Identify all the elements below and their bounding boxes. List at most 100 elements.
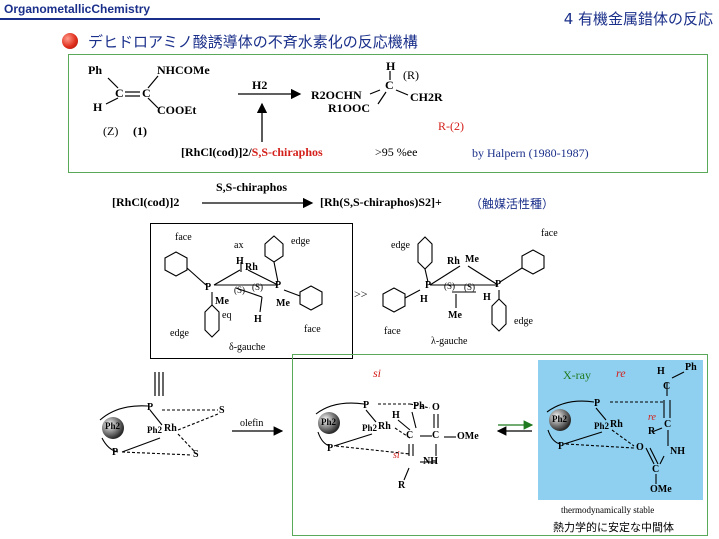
lambda-h1: H (420, 294, 428, 305)
right-nh: NH (670, 446, 685, 457)
mid-p1: P (363, 400, 370, 411)
right-ph2: Ph2 (552, 414, 568, 424)
product-amide: R2OCHN (311, 88, 362, 102)
ee-value: >95 %ee (375, 145, 418, 159)
delta-rh: Rh (245, 262, 258, 273)
right-h: H (657, 366, 665, 377)
right-c-bottom: C (652, 464, 660, 475)
stable-label-jp: 熱力学的に安定な中間体 (553, 521, 674, 534)
product-label: R-(2) (438, 119, 464, 133)
chapter-title: 4 有機金属錯体の反応 (563, 10, 713, 28)
lambda-me: Me (465, 254, 479, 265)
right-re-mid: re (648, 412, 656, 423)
mid-o: O (432, 402, 440, 413)
delta-face-top: face (175, 232, 192, 243)
right-ome: OMe (650, 484, 672, 495)
mid-ome: OMe (457, 431, 479, 442)
equivalence-lines (154, 372, 164, 396)
substrate-cooet: COOEt (157, 103, 197, 117)
mid-si-bottom: si (393, 450, 400, 461)
product-r-config: (R) (403, 68, 419, 82)
compound-1-label: (1) (133, 124, 147, 138)
delta-h: H (236, 256, 244, 267)
mid-c1: C (406, 430, 414, 441)
mid-complex-lines (315, 402, 456, 481)
substrate-phenyl: Ph (88, 63, 103, 77)
product-ch2r: CH2R (410, 90, 443, 104)
mid-ph2b: Ph2 (362, 423, 378, 433)
delta-face-bottom: face (304, 324, 321, 335)
left-s2: S (193, 449, 199, 460)
delta-ax: ax (234, 240, 244, 251)
product-carbon: C (385, 78, 394, 92)
activation-ligand: S,S-chiraphos (216, 180, 288, 194)
lambda-s1: (S) (444, 281, 455, 291)
substrate-nhcome: NHCOMe (157, 63, 210, 77)
right-c: C (664, 419, 672, 430)
product-hydrogen: H (386, 59, 396, 73)
lambda-face-bottom: face (384, 326, 401, 337)
substrate-carbon-2: C (142, 86, 151, 100)
lambda-me-bottom: Me (448, 310, 462, 321)
left-ph2: Ph2 (105, 421, 121, 431)
delta-gauche-box (150, 223, 353, 359)
mid-p2: P (327, 443, 334, 454)
stable-label-en: thermodynamically stable (561, 505, 655, 515)
delta-s1: (S) (234, 285, 245, 295)
mid-ph2: Ph2 (321, 417, 337, 427)
mid-ph: Ph (413, 401, 425, 412)
z-config-label: (Z) (103, 124, 119, 138)
mid-rh: Rh (378, 421, 391, 432)
left-s1: S (219, 405, 225, 416)
mid-phosphine-ball (318, 412, 340, 434)
mechanism-box (292, 354, 708, 536)
right-p1: P (594, 398, 601, 409)
brand-label: OrganometallicChemistry (4, 2, 151, 16)
reaction-box (68, 54, 708, 173)
brand-underline (0, 18, 320, 20)
right-ph2b: Ph2 (594, 421, 610, 431)
catalyst-label: [RhCl(cod)]2/S,S-chiraphos (181, 145, 323, 160)
substrate-hydrogen: H (93, 100, 103, 114)
catalyst-precursor: [RhCl(cod)]2 (112, 195, 180, 209)
red-bullet-icon (62, 33, 78, 49)
xray-panel (538, 360, 703, 500)
right-p2: P (558, 441, 565, 452)
lambda-p-left: P (425, 280, 432, 291)
right-o: O (636, 442, 644, 453)
mid-nh: NH (423, 456, 438, 467)
right-complex-lines (546, 371, 685, 484)
delta-s2: (S) (252, 282, 263, 292)
lambda-h2: H (483, 292, 491, 303)
olefin-label: olefin (240, 418, 264, 429)
left-phosphine-ball (102, 417, 124, 439)
lambda-edge-bottom: edge (514, 316, 533, 327)
right-r: R (648, 426, 656, 437)
lambda-face-top: face (541, 228, 558, 239)
delta-gauche-lines (164, 235, 323, 338)
delta-me2: Me (276, 298, 290, 309)
lambda-edge-top: edge (391, 240, 410, 251)
xray-label: X-ray (563, 368, 591, 382)
lambda-p-right: P (495, 279, 502, 290)
delta-p-left: P (205, 282, 212, 293)
page-title: デヒドロアミノ酸誘導体の不斉水素化の反応機構 (88, 33, 418, 51)
delta-me1: Me (215, 296, 229, 307)
product-ester: R1OOC (328, 101, 370, 115)
product-bonds (369, 71, 409, 105)
right-ph: Ph (685, 362, 697, 373)
left-complex-lines (99, 405, 219, 456)
mid-c2: C (432, 430, 440, 441)
delta-edge-bottom: edge (170, 328, 189, 339)
delta-p-right: P (275, 280, 282, 291)
right-c-top: C (663, 381, 671, 392)
hydrogen-reagent: H2 (252, 78, 268, 92)
delta-h-bottom: H (254, 314, 262, 325)
left-rh: Rh (164, 423, 177, 434)
delta-gauche-name: δ-gauche (229, 342, 266, 353)
substrate-carbon-1: C (115, 86, 124, 100)
lambda-gauche-lines (382, 236, 545, 332)
active-species-label: （触媒活性種） (470, 197, 555, 211)
substrate-bonds (105, 75, 159, 109)
